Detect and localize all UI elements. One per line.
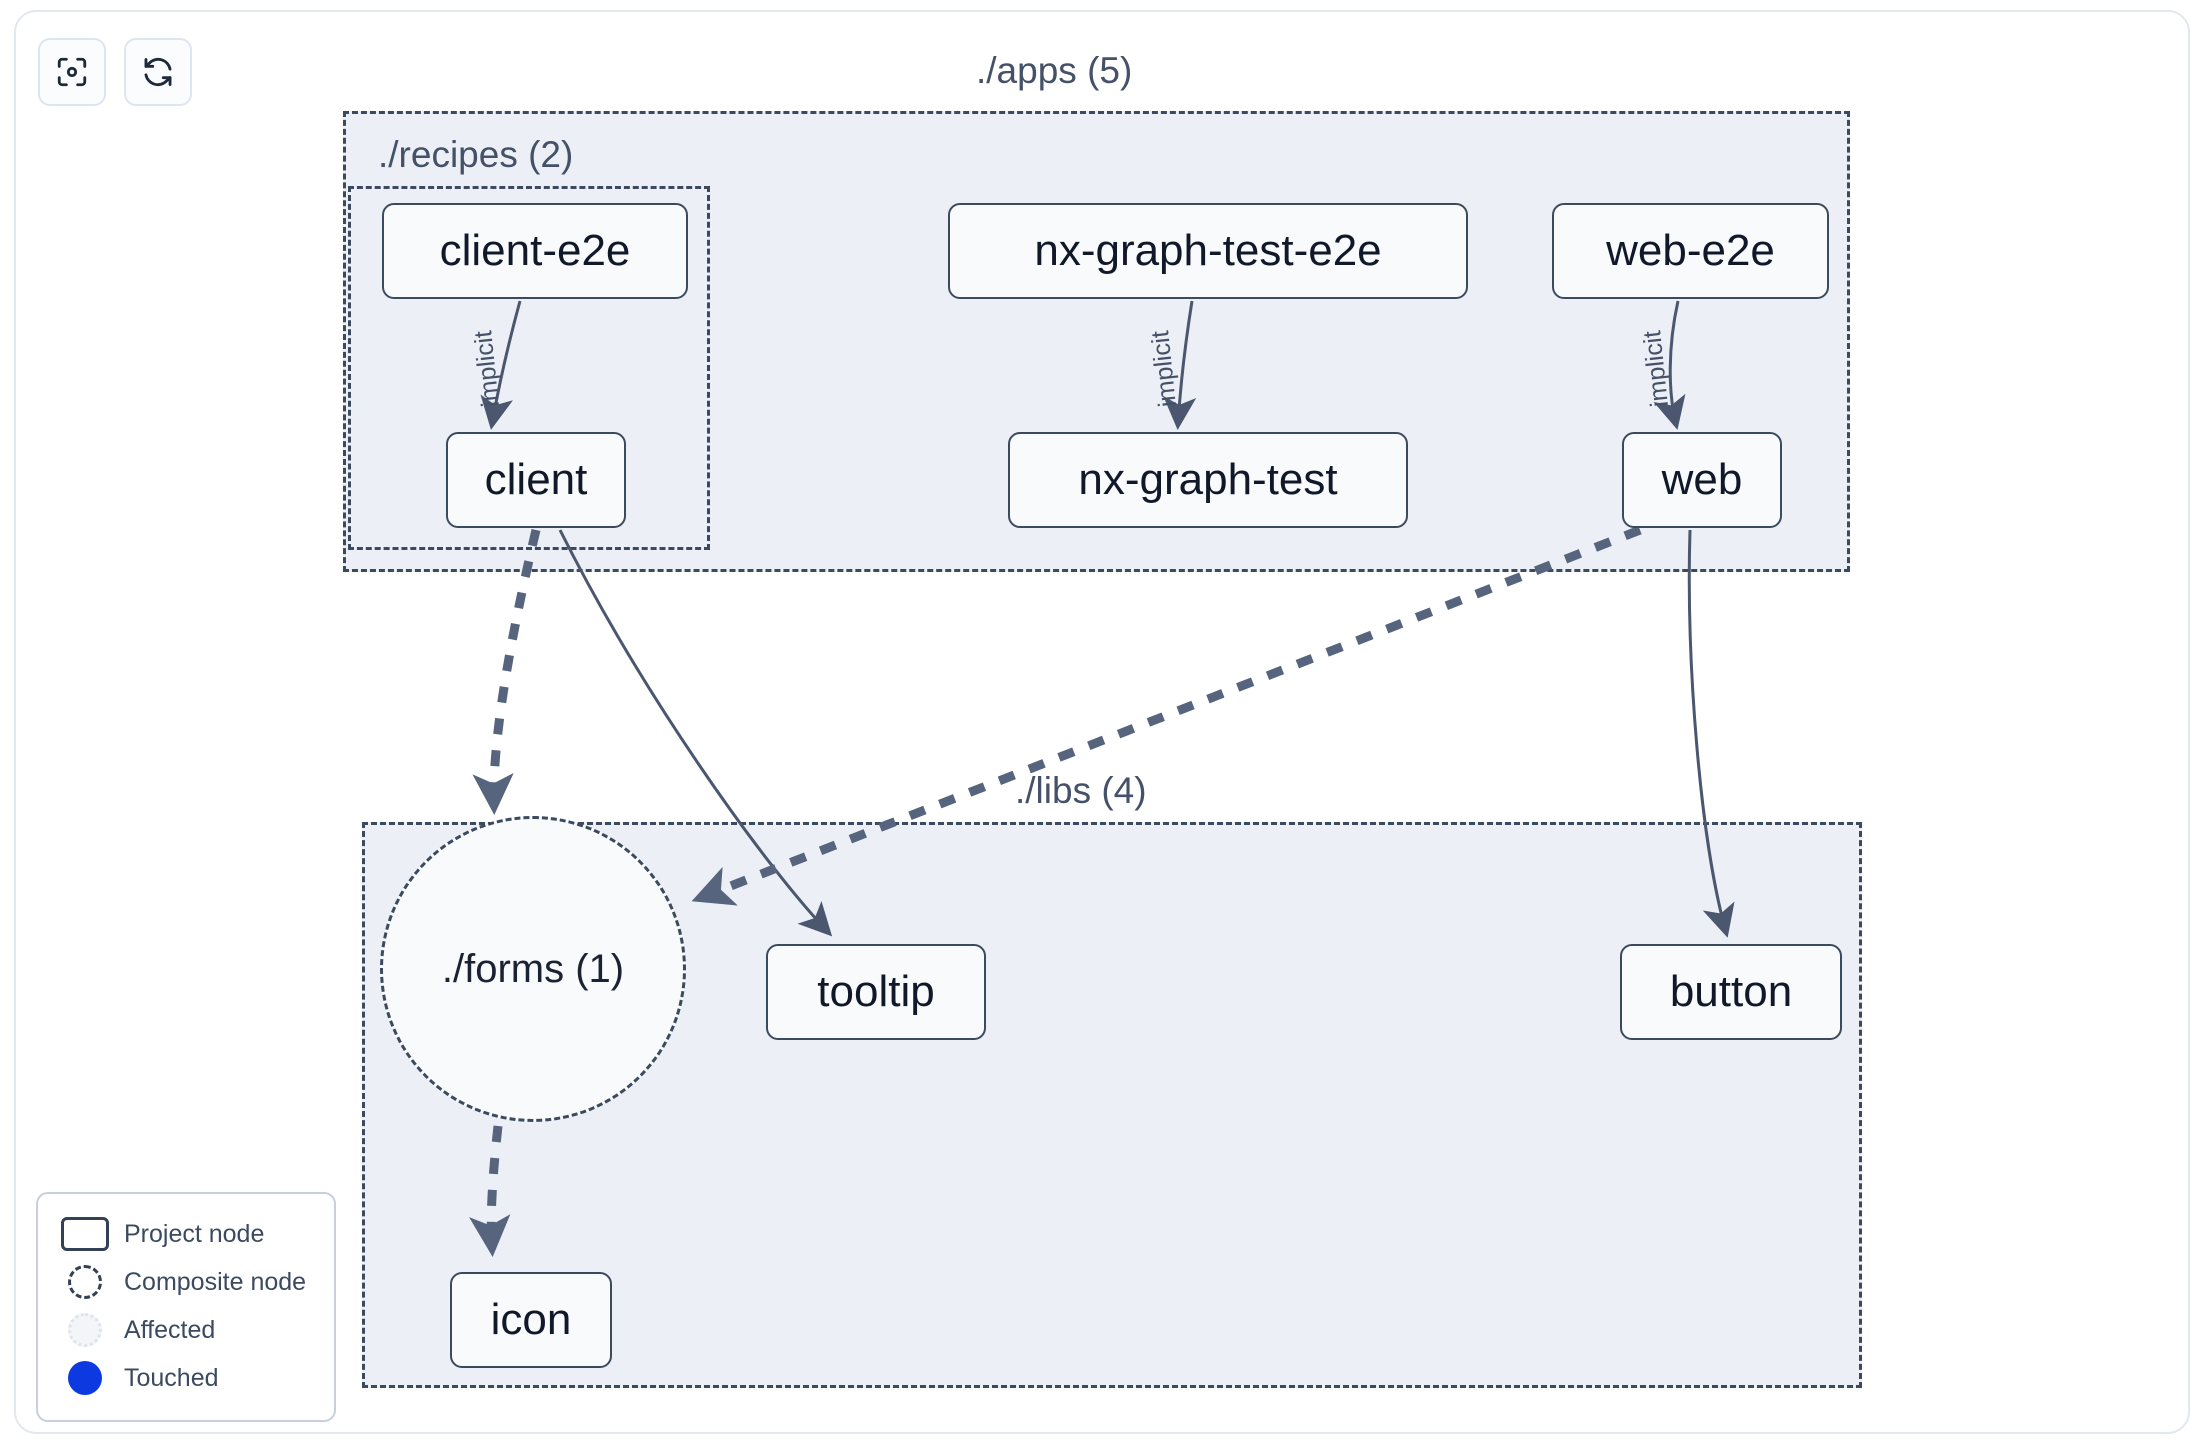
graph-node-web-e2e[interactable]: web-e2e (1552, 203, 1829, 299)
graph-node-nx-graph-test[interactable]: nx-graph-test (1008, 432, 1408, 528)
node-label: web-e2e (1606, 226, 1775, 275)
affected-swatch (56, 1313, 114, 1347)
node-label: button (1669, 967, 1793, 1016)
refresh-graph-button[interactable] (124, 38, 192, 106)
node-label: tooltip (817, 967, 935, 1016)
graph-node-icon[interactable]: icon (450, 1272, 612, 1368)
legend-item-composite-node: Composite node (56, 1258, 316, 1306)
graph-toolbar (38, 38, 192, 106)
legend-item-touched: Touched (56, 1354, 316, 1402)
composite-node-swatch (56, 1265, 114, 1299)
graph-node-button[interactable]: button (1620, 944, 1842, 1040)
graph-node-tooltip[interactable]: tooltip (766, 944, 986, 1040)
focus-target-icon (55, 55, 89, 89)
graph-legend: Project node Composite node Affected Tou… (36, 1192, 336, 1422)
graph-node-forms-composite[interactable]: ./forms (1) (380, 816, 686, 1122)
legend-item-project-node: Project node (56, 1210, 316, 1258)
legend-label: Composite node (124, 1267, 307, 1296)
legend-label: Touched (124, 1363, 219, 1392)
graph-node-client-e2e[interactable]: client-e2e (382, 203, 688, 299)
group-label-recipes: ./recipes (2) (378, 134, 574, 175)
touched-swatch (56, 1361, 114, 1395)
node-label: nx-graph-test (1078, 455, 1338, 504)
node-label: client (484, 455, 588, 504)
node-label: ./forms (1) (441, 947, 625, 991)
legend-label: Project node (124, 1219, 265, 1248)
project-node-swatch (56, 1217, 114, 1251)
group-label-apps: ./apps (5) (966, 52, 1143, 89)
focus-graph-button[interactable] (38, 38, 106, 106)
graph-node-nx-graph-test-e2e[interactable]: nx-graph-test-e2e (948, 203, 1468, 299)
legend-item-affected: Affected (56, 1306, 316, 1354)
legend-label: Affected (124, 1315, 216, 1344)
group-label-libs: ./libs (4) (1005, 772, 1157, 809)
refresh-icon (141, 55, 175, 89)
node-label: icon (490, 1295, 572, 1344)
node-label: nx-graph-test-e2e (1034, 226, 1382, 275)
node-label: client-e2e (439, 226, 631, 275)
graph-node-client[interactable]: client (446, 432, 626, 528)
node-label: web (1661, 455, 1743, 504)
graph-node-web[interactable]: web (1622, 432, 1782, 528)
